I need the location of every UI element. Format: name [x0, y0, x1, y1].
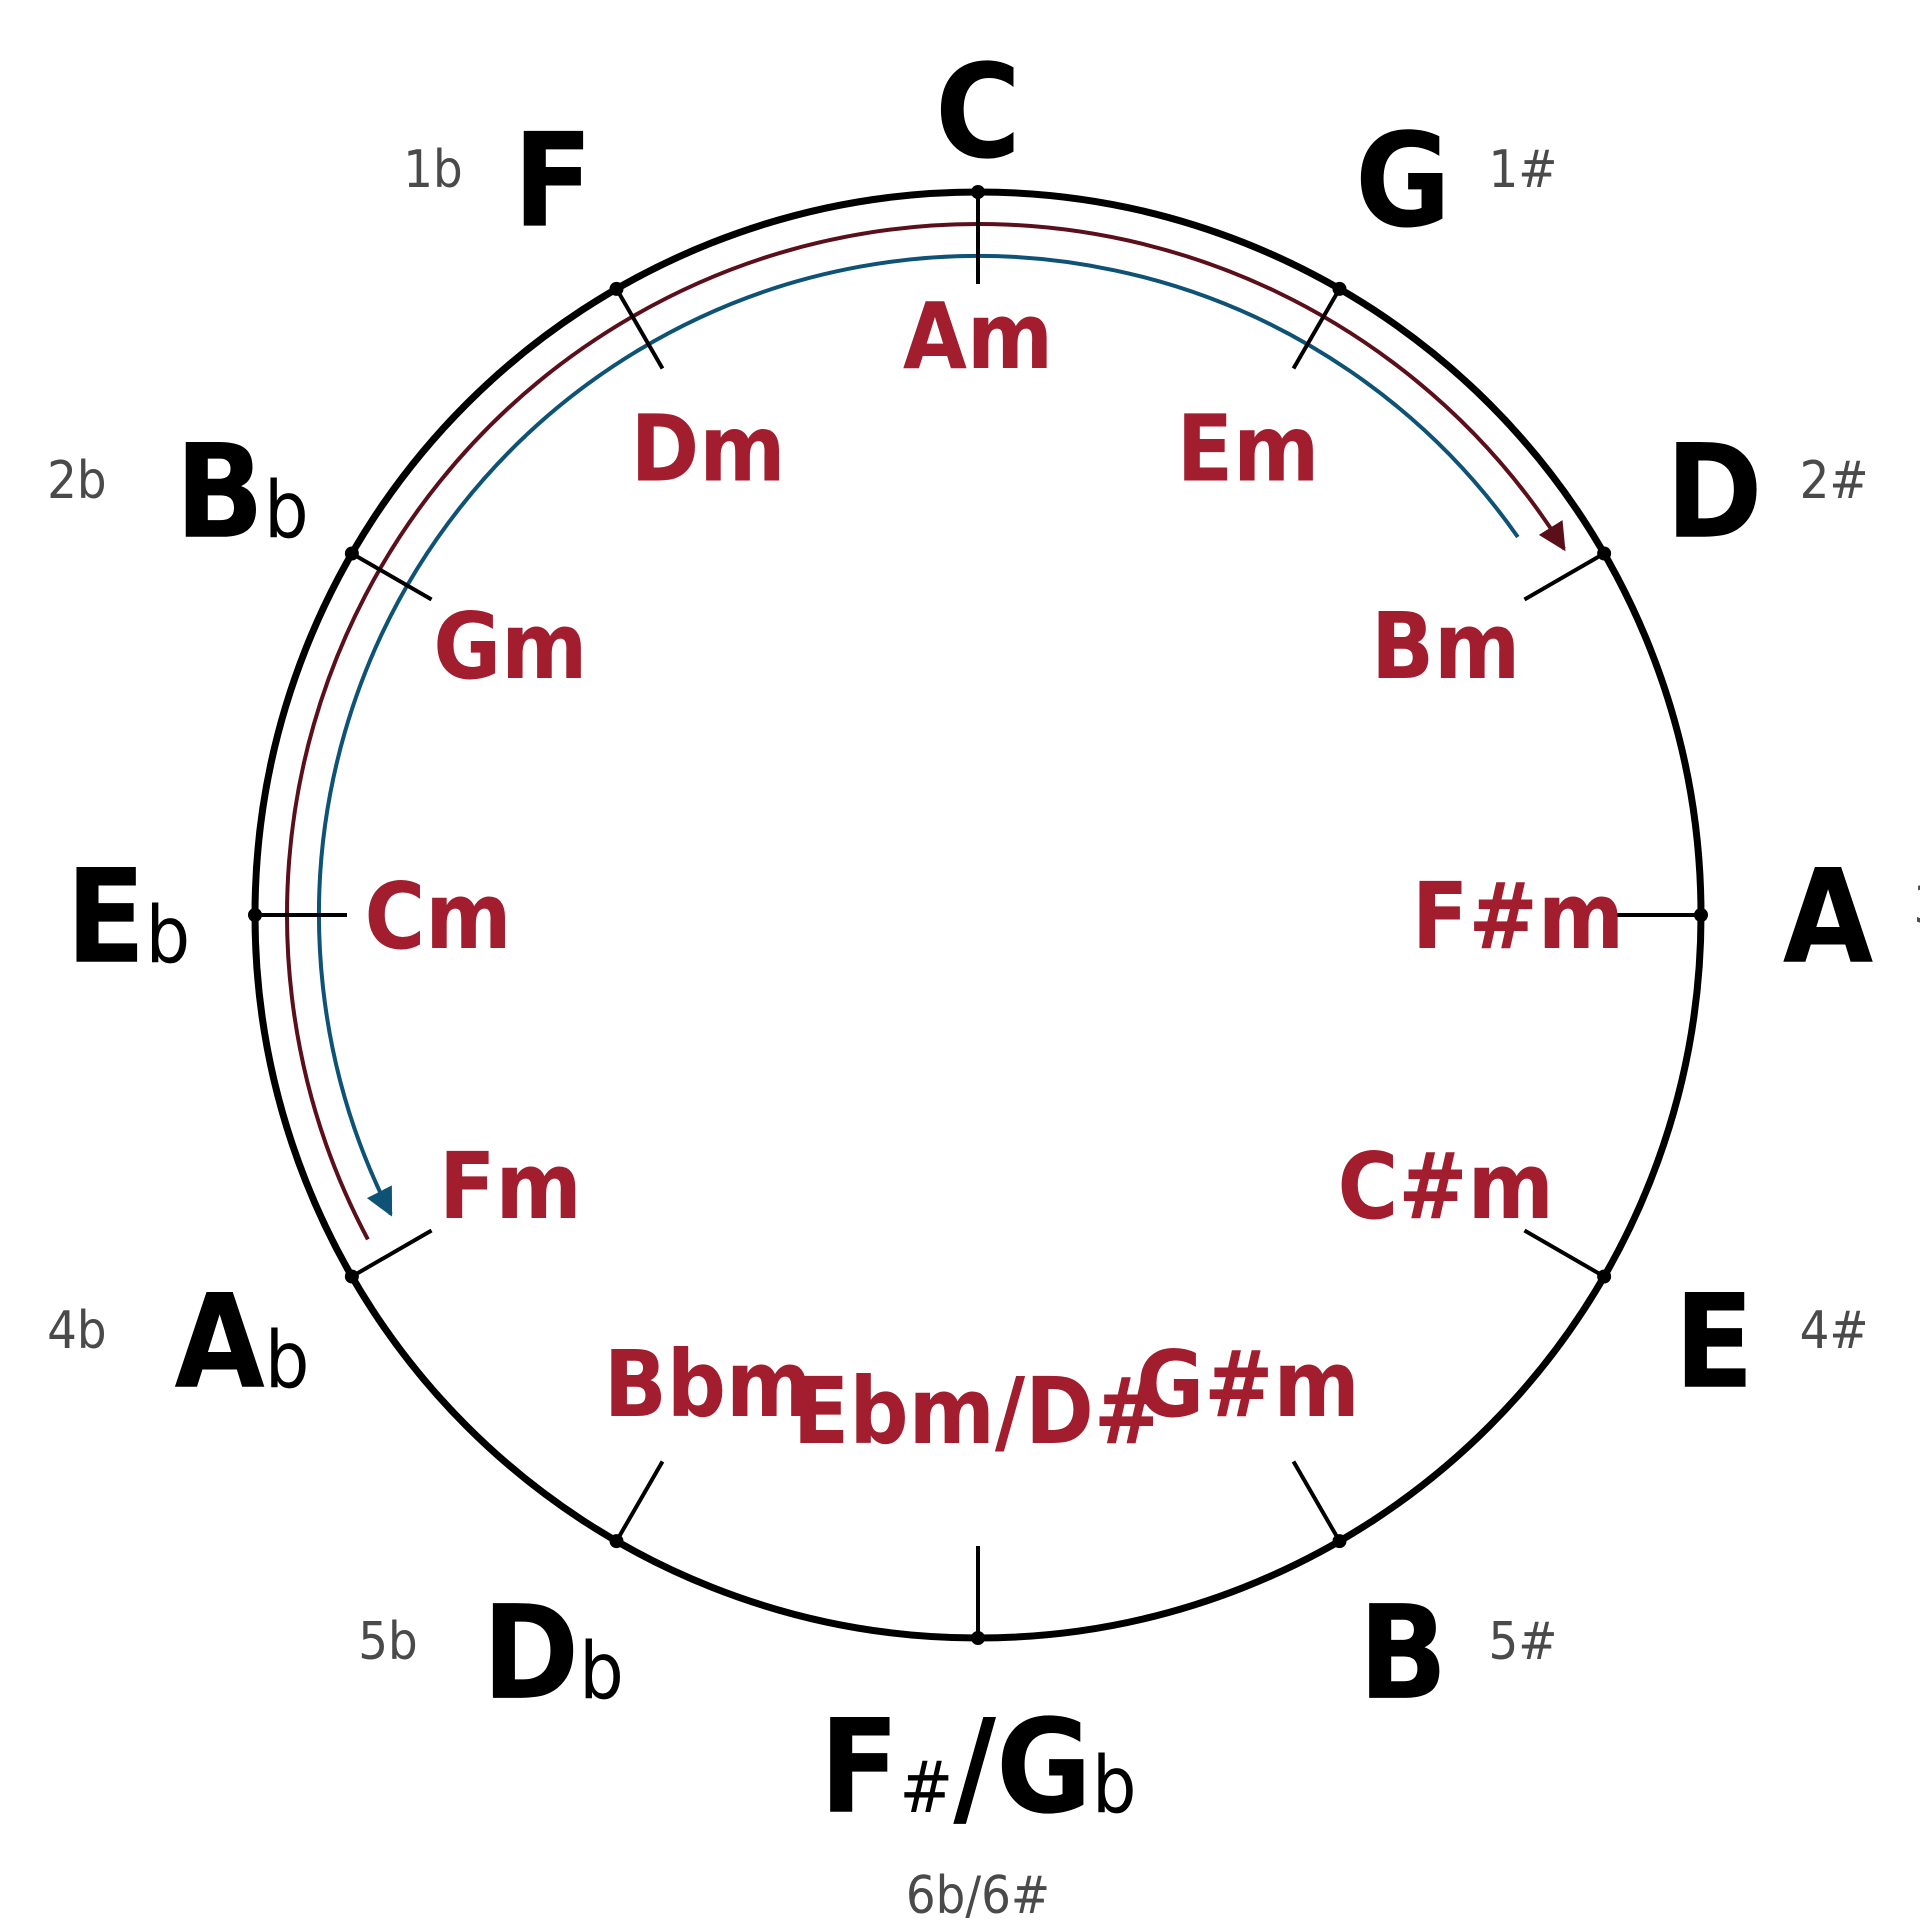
- tick-dot-e: [1597, 1269, 1612, 1284]
- minor-key-cm: Cm: [365, 863, 512, 970]
- tick-dot-c: [971, 185, 985, 199]
- ticks-layer: [248, 185, 1708, 1645]
- minor-key-dm: Dm: [631, 395, 786, 502]
- tick-dot-bb: [344, 546, 359, 561]
- signature-b: 5#: [1489, 1612, 1558, 1672]
- labels-layer: C Am G 1# Em D 2# BmA 3# F#mE 4# C#mB 5# G#mF#/Gb 6b/6…: [47, 36, 1920, 1920]
- minor-key-am: Am: [903, 283, 1053, 390]
- tick-e: [1523, 1228, 1606, 1279]
- major-key-e: E: [1674, 1266, 1754, 1418]
- major-key-bb: Bb: [175, 416, 309, 568]
- major-key-fsharp-gb: F#/Gb: [819, 1691, 1136, 1843]
- major-key-f: F: [513, 105, 593, 257]
- tick-d: [1523, 551, 1606, 602]
- minor-arc-arrow: [317, 254, 1520, 1217]
- tick-dot-eb: [248, 908, 262, 922]
- signature-db: 5b: [358, 1612, 417, 1672]
- minor-key-fm: Fm: [439, 1133, 582, 1240]
- minor-key-em: Em: [1177, 395, 1320, 502]
- signature-bb: 2b: [47, 451, 106, 511]
- tick-bb: [350, 551, 433, 602]
- minor-key-fsharpm: F#m: [1412, 863, 1624, 970]
- minor-key-bbm: Bbm: [604, 1331, 813, 1438]
- tick-dot-b: [1332, 1534, 1347, 1549]
- tick-g: [1291, 287, 1342, 370]
- minor-key-gm: Gm: [433, 593, 587, 700]
- tick-dot-db: [609, 1534, 624, 1549]
- tick-dot-ab: [344, 1269, 359, 1284]
- signature-a: 3#: [1914, 876, 1920, 936]
- signature-e: 4#: [1800, 1301, 1869, 1361]
- signature-d: 2#: [1800, 451, 1869, 511]
- major-key-b: B: [1358, 1577, 1447, 1729]
- minor-key-gsharpm: G#m: [1136, 1331, 1360, 1438]
- major-key-d: D: [1666, 416, 1763, 568]
- tick-b: [1291, 1460, 1342, 1543]
- major-key-a: A: [1783, 841, 1874, 993]
- tick-dot-g: [1332, 281, 1347, 296]
- signature-g: 1#: [1489, 140, 1558, 200]
- tick-ab: [350, 1228, 433, 1279]
- tick-db: [614, 1460, 665, 1543]
- major-key-db: Db: [482, 1577, 624, 1729]
- tick-dot-a: [1694, 908, 1708, 922]
- minor-key-csharpm: C#m: [1337, 1133, 1553, 1240]
- major-key-c: C: [935, 36, 1021, 188]
- major-key-ab: Ab: [174, 1266, 309, 1418]
- tick-dot-f: [609, 281, 624, 296]
- major-key-g: G: [1355, 105, 1451, 257]
- signature-f: 1b: [403, 140, 462, 200]
- signature-fsharp-gb: 6b/6#: [906, 1866, 1050, 1920]
- tick-f: [614, 287, 665, 370]
- signature-ab: 4b: [47, 1301, 106, 1361]
- minor-key-ebm-dsharp: Ebm/D#: [793, 1358, 1163, 1465]
- minor-key-bm: Bm: [1371, 593, 1520, 700]
- tick-dot-d: [1597, 546, 1612, 561]
- major-key-eb: Eb: [66, 841, 190, 993]
- tick-dot-fsharp-gb: [971, 1631, 985, 1645]
